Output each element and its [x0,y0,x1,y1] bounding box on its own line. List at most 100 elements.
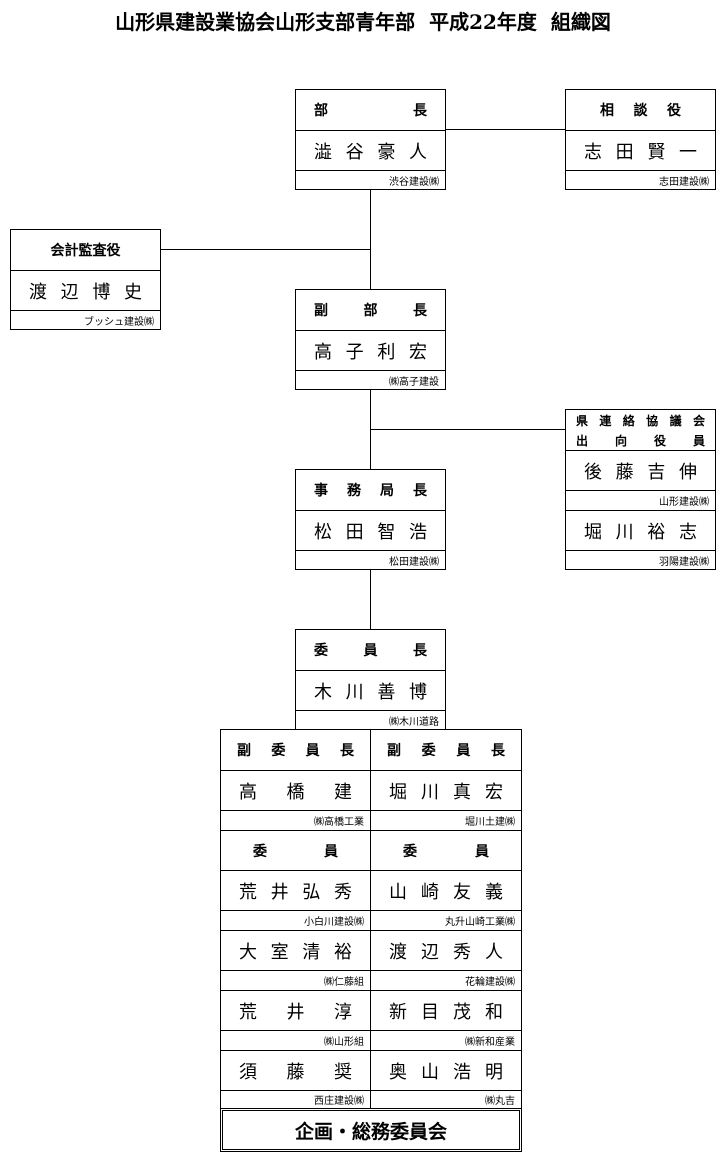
role-char: 役 [667,103,681,119]
name-char: 人 [408,141,427,163]
member-name: 荒 井 弘 秀 [221,870,370,910]
name-char: 崎 [421,881,439,903]
advisor-name: 志 田 賢 一 [566,130,715,170]
name-char: 辺 [60,281,79,303]
chair-name: 木 川 善 博 [296,670,445,710]
name-char: 志 [678,521,697,543]
role-char: 員 [363,643,378,659]
liaison-box: 県 連 絡 協 議 会 出 向 役 員 後 藤 吉 伸 山形建設㈱ 堀 川 裕 … [565,409,716,570]
member-company: ㈱新和産業 [371,1030,521,1050]
auditor-role: 会計監査役 [50,243,121,259]
name-char: 高 [239,781,257,803]
role-char: 員 [456,743,471,759]
name-char: 和 [485,1001,503,1023]
name-char: 博 [408,681,427,703]
role-char: 部 [314,103,328,119]
name-char: 田 [345,521,364,543]
role-char: 長 [413,483,427,499]
name-char: 弘 [302,881,321,903]
name-char: 利 [377,341,396,363]
role-char: 出 [576,433,589,448]
name-char: 真 [453,781,471,803]
committee-left-column: 副 委 員 長 高 橋 建 ㈱高橋工業 委 員 荒 井 弘 秀 小白川建設㈱ 大… [220,729,371,1109]
role-char: 員 [475,843,489,860]
advisor-role: 相 談 役 [566,90,715,130]
member-name: 荒 井 淳 [221,990,370,1030]
role-char: 事 [314,483,328,499]
chair-role: 委 員 長 [296,630,445,670]
name-char: 目 [421,1001,439,1023]
role-char: 長 [490,743,505,759]
role-char: 長 [413,103,427,119]
name-char: 裕 [647,521,666,543]
name-char: 明 [485,1061,503,1083]
name-char: 田 [615,141,634,163]
role-char: 副 [237,743,251,759]
name-char: 茂 [453,1001,471,1023]
name-char: 木 [314,681,332,703]
auditor-box: 会計監査役 渡 辺 博 史 ブッシュ建設㈱ [10,229,161,330]
role-char: 長 [413,303,427,319]
vice-director-role: 副 部 長 [296,290,445,330]
name-char: 浩 [453,1061,471,1083]
member-company: 小白川建設㈱ [221,910,370,930]
name-char: 辺 [421,941,439,963]
name-char: 奨 [334,1061,352,1083]
director-name: 澁 谷 豪 人 [296,130,445,170]
chair-company: ㈱木川道路 [296,710,445,729]
name-char: 人 [485,941,503,963]
name-char: 高 [314,341,332,363]
name-char: 義 [485,881,503,903]
committee-right-column: 副 委 員 長 堀 川 真 宏 堀川土建㈱ 委 員 山 崎 友 義 丸升山崎工業… [370,729,522,1109]
name-char: 渡 [29,281,47,303]
auditor-company: ブッシュ建設㈱ [11,310,160,329]
auditor-name: 渡 辺 博 史 [11,270,160,310]
secretary-general-company: 松田建設㈱ [296,550,445,569]
role-char: 向 [614,433,627,448]
role-char: 局 [380,483,394,499]
role-char: 長 [413,643,427,659]
liaison-member-name: 堀 川 裕 志 [566,510,715,550]
vice-chair-role: 副 委 員 長 [221,730,370,770]
member-company: ㈱丸吉 [371,1090,521,1108]
member-name: 渡 辺 秀 人 [371,930,521,970]
name-char: 谷 [345,141,364,163]
committee-name-box: 企画・総務委員会 [220,1108,522,1152]
name-char: 建 [334,781,352,803]
role-char: 県 [576,413,589,428]
connector-trunk-1 [370,189,371,289]
member-name: 須 藤 奨 [221,1050,370,1090]
director-role: 部 長 [296,90,445,130]
name-char: 川 [345,681,364,703]
name-char: 川 [421,781,439,803]
name-char: 渡 [389,941,407,963]
advisor-company: 志田建設㈱ [566,170,715,189]
name-char: 後 [584,461,602,483]
vice-director-name: 高 子 利 宏 [296,330,445,370]
name-char: 大 [239,941,257,963]
name-char: 荒 [239,1001,257,1023]
name-char: 伸 [678,461,697,483]
name-char: 淳 [334,1001,352,1023]
member-company: 丸升山崎工業㈱ [371,910,521,930]
name-char: 澁 [314,141,332,163]
name-char: 善 [377,681,396,703]
name-char: 藤 [615,461,634,483]
name-char: 友 [453,881,471,903]
role-char: 員 [305,743,320,759]
role-char: 連 [599,413,612,428]
title-year: 平成22年度 [429,10,537,34]
vice-chair-name: 堀 川 真 宏 [371,770,521,810]
connector-liaison [370,429,566,430]
role-char: 委 [421,743,436,759]
name-char: 子 [345,341,364,363]
secretary-general-role: 事 務 局 長 [296,470,445,510]
name-char: 山 [389,881,407,903]
role-char: 委 [271,743,286,759]
name-char: 室 [270,941,289,963]
role-char: 副 [387,743,401,759]
role-char: 員 [692,433,705,448]
liaison-role-line1: 県 連 絡 協 議 会 [566,410,715,430]
role-char: 役 [653,433,666,448]
role-char: 絡 [622,413,635,428]
